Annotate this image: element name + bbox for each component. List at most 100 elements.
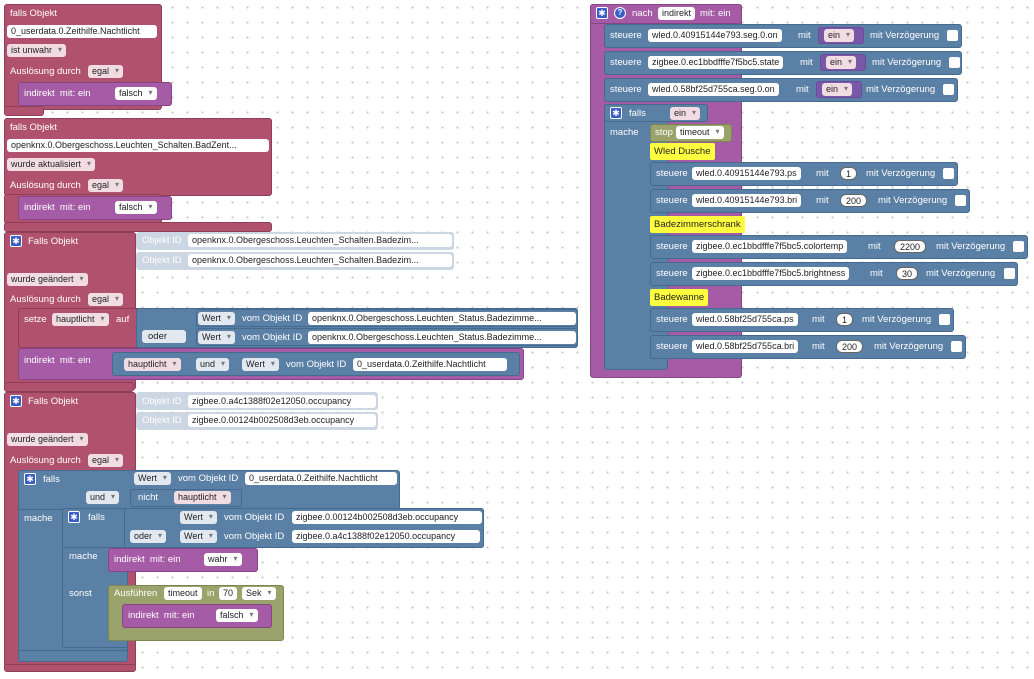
steuere-label: steuere (656, 314, 688, 325)
delay-checkbox[interactable] (939, 314, 950, 325)
value-field[interactable]: 2200 (894, 240, 927, 253)
indirekt-label: indirekt mit: ein (114, 554, 181, 565)
oder-dropdown[interactable]: oder (130, 530, 167, 543)
target-field[interactable]: zigbee.0.ec1bbdfffe7f5bc5.colortemp (692, 240, 848, 253)
wert-dropdown[interactable]: Wert (180, 530, 217, 543)
object-field[interactable]: 0_userdata.0.Zeithilfe.Nachtlicht (7, 25, 157, 38)
target-field[interactable]: zigbee.0.ec1bbdfffe7f5bc5.brightness (692, 267, 850, 280)
mache-label: mache (69, 551, 98, 562)
target-field[interactable]: wled.0.40915144e793.bri (692, 194, 802, 207)
object-field[interactable]: zigbee.0.a4c1388f02e12050.occupancy (292, 530, 480, 543)
ausloesung-label: Auslösung durch (10, 455, 81, 466)
gear-icon[interactable]: ✱ (596, 7, 608, 19)
if-block-foot (18, 650, 128, 662)
condition-dropdown[interactable]: wurde aktualisiert (7, 158, 96, 171)
gear-icon[interactable]: ✱ (24, 473, 36, 485)
mit-ein-label: mit: ein (700, 8, 731, 19)
indirekt-label: indirekt mit: ein (24, 202, 91, 213)
objekt-id-field-2[interactable]: openknx.0.Obergeschoss.Leuchten_Schalten… (188, 254, 452, 267)
comment-wled-dusche[interactable]: Wled Dusche (650, 143, 715, 160)
object-field[interactable]: 0_userdata.0.Zeithilfe.Nachtlicht (353, 358, 507, 371)
trigger-block-1-foot (4, 106, 44, 116)
trigger-dropdown[interactable]: egal (88, 179, 124, 192)
objekt-id-field-1[interactable]: openknx.0.Obergeschoss.Leuchten_Schalten… (188, 234, 452, 247)
delay-checkbox[interactable] (947, 30, 958, 41)
unit-dropdown[interactable]: Sek (242, 587, 276, 600)
wert-dropdown[interactable]: Wert (242, 358, 279, 371)
value-dropdown[interactable]: ein (824, 29, 855, 42)
mit-label: mit (800, 57, 813, 68)
nach-label: nach (632, 8, 653, 19)
value-field[interactable]: 200 (836, 340, 864, 353)
target-field[interactable]: wled.0.40915144e793.seg.0.on (648, 29, 782, 42)
value-dropdown[interactable]: ein (826, 56, 857, 69)
setze-label: setze (24, 314, 47, 325)
condition-dropdown[interactable]: ist unwahr (7, 44, 67, 57)
target-field[interactable]: wled.0.40915144e793.ps (692, 167, 801, 180)
condition-dropdown[interactable]: ein (670, 107, 701, 120)
trigger-block-3-foot (4, 382, 134, 392)
condition-dropdown[interactable]: wurde geändert (7, 273, 88, 286)
gear-icon[interactable]: ✱ (610, 107, 622, 119)
value-dropdown[interactable]: falsch (216, 609, 258, 622)
value-dropdown[interactable]: falsch (115, 87, 157, 100)
value-field[interactable]: 1 (836, 313, 854, 326)
wert-dropdown[interactable]: Wert (198, 331, 235, 344)
gear-icon[interactable]: ✱ (10, 395, 22, 407)
objekt-id-field-1[interactable]: zigbee.0.a4c1388f02e12050.occupancy (188, 395, 376, 408)
source-field-1[interactable]: openknx.0.Obergeschoss.Leuchten_Status.B… (308, 312, 576, 325)
ausloesung-label: Auslösung durch (10, 180, 81, 191)
trigger-dropdown[interactable]: egal (88, 293, 124, 306)
vom-objekt-label: vom Objekt ID (224, 512, 285, 523)
delay-checkbox[interactable] (943, 84, 954, 95)
indirekt-label: indirekt mit: ein (128, 610, 195, 621)
oder-badge[interactable] (142, 330, 186, 343)
target-field[interactable]: zigbee.0.ec1bbdfffe7f5bc5.state (648, 56, 784, 69)
timeout-name-field[interactable]: timeout (164, 587, 202, 600)
condition-dropdown[interactable]: wurde geändert (7, 433, 88, 446)
objekt-id-field-2[interactable]: zigbee.0.00124b002508d3eb.occupancy (188, 414, 376, 427)
mit-label: mit (816, 195, 829, 206)
delay-checkbox[interactable] (955, 195, 966, 206)
value-field[interactable]: 200 (840, 194, 868, 207)
target-field[interactable]: wled.0.58bf25d755ca.ps (692, 313, 798, 326)
variable-dropdown[interactable]: hauptlicht (174, 491, 231, 504)
value-field[interactable]: 30 (896, 267, 919, 280)
comment-badewanne[interactable]: Badewanne (650, 289, 709, 306)
target-field[interactable]: wled.0.58bf25d755ca.bri (692, 340, 799, 353)
delay-checkbox[interactable] (951, 341, 962, 352)
timeout-value-field[interactable]: 70 (219, 587, 238, 600)
object-field[interactable]: openknx.0.Obergeschoss.Leuchten_Schalten… (7, 139, 269, 152)
object-field[interactable]: 0_userdata.0.Zeithilfe.Nachtlicht (245, 472, 397, 485)
wert-dropdown[interactable]: Wert (134, 472, 171, 485)
function-name-field[interactable]: indirekt (658, 7, 696, 20)
falls-objekt-label: falls Objekt (10, 122, 57, 133)
target-field[interactable]: wled.0.58bf25d755ca.seg.0.on (648, 83, 779, 96)
wert-dropdown[interactable]: Wert (198, 312, 235, 325)
delay-checkbox[interactable] (943, 168, 954, 179)
delay-checkbox[interactable] (1004, 268, 1015, 279)
gear-icon[interactable]: ✱ (68, 511, 80, 523)
und-dropdown[interactable]: und (86, 491, 120, 504)
steuere-label: steuere (656, 168, 688, 179)
steuere-label: steuere (656, 241, 688, 252)
source-field-2[interactable]: openknx.0.Obergeschoss.Leuchten_Status.B… (308, 331, 576, 344)
variable-dropdown[interactable]: hauptlicht (124, 358, 181, 371)
value-dropdown[interactable]: ein (822, 83, 853, 96)
ausloesung-label: Auslösung durch (10, 294, 81, 305)
timeout-dropdown[interactable]: timeout (676, 126, 724, 139)
object-field[interactable]: zigbee.0.00124b002508d3eb.occupancy (292, 511, 482, 524)
variable-dropdown[interactable]: hauptlicht (52, 313, 109, 326)
value-dropdown[interactable]: wahr (204, 553, 242, 566)
trigger-dropdown[interactable]: egal (88, 65, 124, 78)
gear-icon[interactable]: ✱ (10, 235, 22, 247)
help-icon[interactable]: ? (614, 7, 626, 19)
trigger-dropdown[interactable]: egal (88, 454, 124, 467)
value-dropdown[interactable]: falsch (115, 201, 157, 214)
value-field[interactable]: 1 (840, 167, 858, 180)
wert-dropdown[interactable]: Wert (180, 511, 217, 524)
comment-badezimmerschrank[interactable]: Badezimmerschrank (650, 216, 745, 233)
delay-checkbox[interactable] (949, 57, 960, 68)
delay-checkbox[interactable] (1013, 241, 1024, 252)
und-dropdown[interactable]: und (196, 358, 230, 371)
